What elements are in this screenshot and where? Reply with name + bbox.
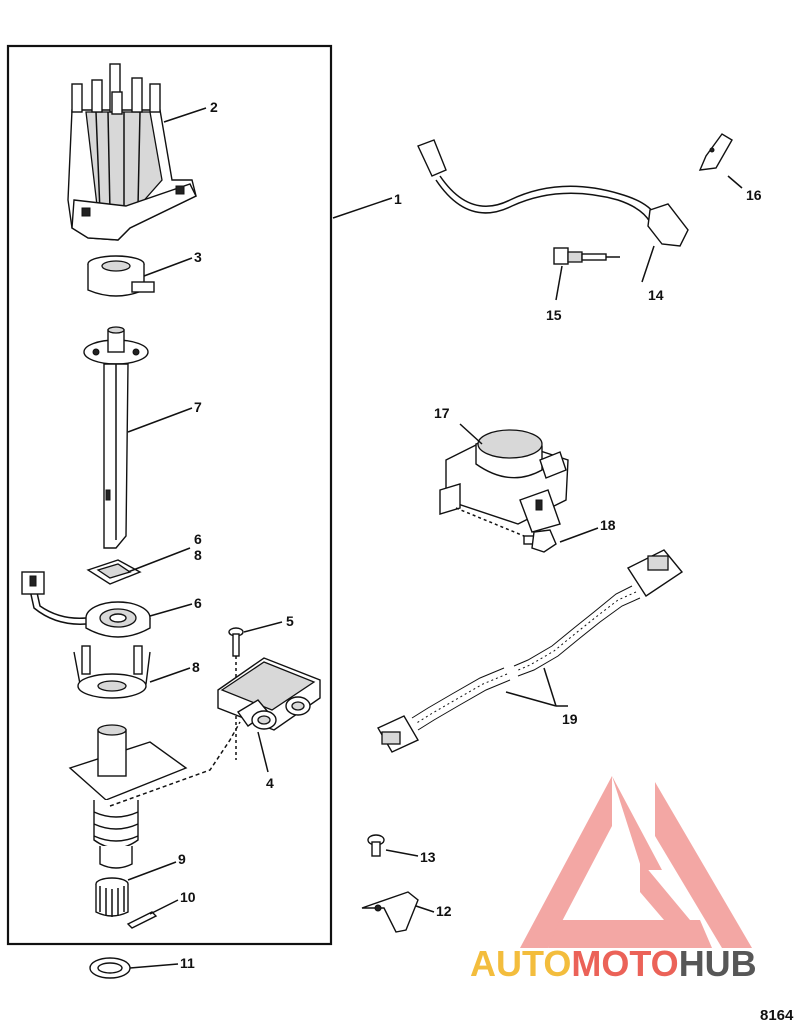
part-bolt <box>523 529 557 553</box>
part-retainer <box>73 645 151 699</box>
callout-19: 19 <box>562 711 578 727</box>
figure-number: 8164 <box>760 1007 794 1024</box>
callout-labels: 1 2 3 4 5 6 6 7 8 8 9 10 11 12 13 14 15 … <box>178 99 762 971</box>
part-screw-13 <box>367 834 385 857</box>
callout-1: 1 <box>394 191 402 207</box>
callout-8-upper: 8 <box>194 547 202 563</box>
callout-6-lower: 6 <box>194 595 202 611</box>
callout-12: 12 <box>436 903 452 919</box>
part-distributor-cap <box>67 63 197 241</box>
callout-3: 3 <box>194 249 202 265</box>
callout-8-lower: 8 <box>192 659 200 675</box>
watermark-auto: AUTO <box>470 943 571 984</box>
callout-6-upper: 6 <box>194 531 202 547</box>
watermark-text: AUTOMOTOHUB <box>470 943 757 984</box>
svg-text:AUTOMOTOHUB: AUTOMOTOHUB <box>470 943 757 984</box>
callout-13: 13 <box>420 849 436 865</box>
part-shaft <box>83 326 149 549</box>
watermark-logo <box>520 776 752 948</box>
part-shim-plate <box>86 559 142 585</box>
part-clip <box>698 133 733 171</box>
callout-5: 5 <box>286 613 294 629</box>
watermark-hub: HUB <box>679 943 757 984</box>
part-washer <box>89 957 131 979</box>
part-gear <box>95 877 129 917</box>
part-screw-5 <box>228 627 244 760</box>
part-pin <box>126 911 158 929</box>
watermark-moto: MOTO <box>571 943 678 984</box>
part-rotor <box>87 255 155 297</box>
callout-14: 14 <box>648 287 664 303</box>
callout-11: 11 <box>180 955 195 971</box>
callout-15: 15 <box>546 307 562 323</box>
leader-lines <box>127 107 743 969</box>
callout-10: 10 <box>180 889 196 905</box>
part-bracket <box>361 891 419 933</box>
callout-17: 17 <box>434 405 450 421</box>
part-ignition-module <box>217 657 321 731</box>
distributor-assembly-frame <box>6 44 333 946</box>
part-ignition-coil <box>439 429 569 537</box>
callout-4: 4 <box>266 775 274 791</box>
callout-7: 7 <box>194 399 202 415</box>
part-pickup-coil <box>21 571 151 638</box>
part-spark-plug-wire <box>417 139 689 247</box>
callout-2: 2 <box>210 99 218 115</box>
part-wiring-harness <box>377 549 684 753</box>
callout-9: 9 <box>178 851 186 867</box>
callout-18: 18 <box>600 517 616 533</box>
part-spark-plug <box>553 247 620 265</box>
part-housing <box>68 721 241 869</box>
callout-16: 16 <box>746 187 762 203</box>
